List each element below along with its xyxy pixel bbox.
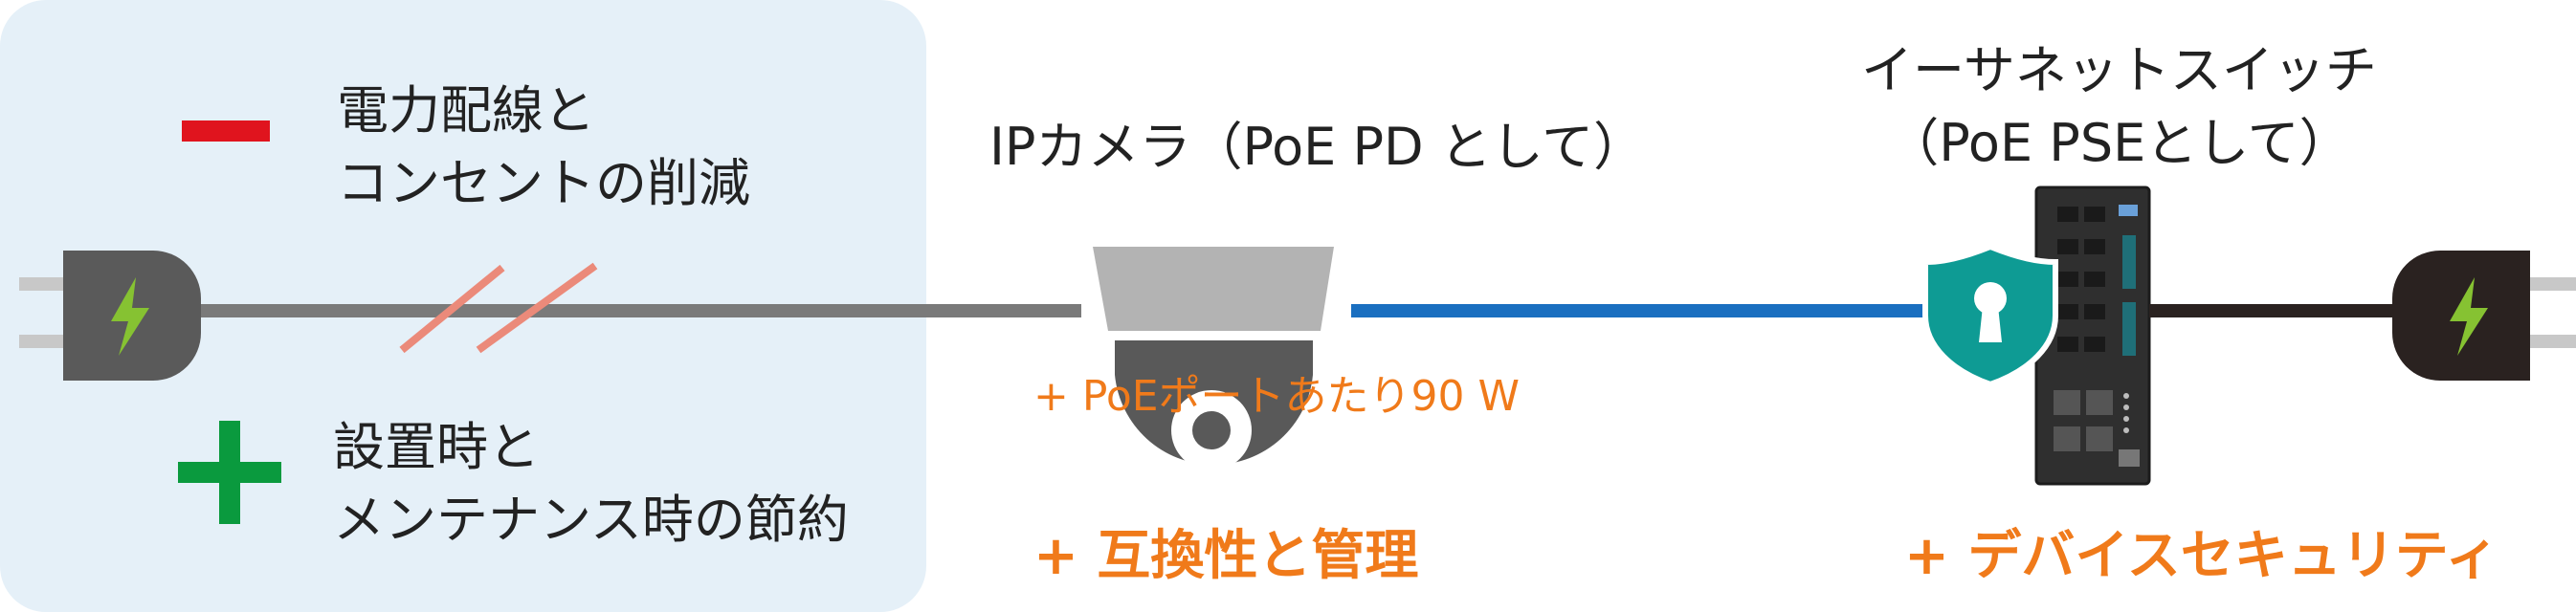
minus-benefit-line-1: 電力配線と [337, 80, 595, 141]
cable-cut-mark [399, 264, 505, 354]
security-shield-icon [1922, 243, 2058, 388]
dome-camera-icon [1093, 247, 1334, 470]
plus-benefit-line-1: 設置時と [333, 417, 540, 477]
poe-power-per-port-label: + PoEポートあたり90 W [1033, 372, 1521, 421]
power-plug-icon [19, 251, 201, 381]
keyhole-icon [1974, 282, 2007, 342]
lightning-bolt-icon [2450, 277, 2488, 356]
power-cable [201, 304, 1081, 317]
cable-cut-mark [476, 262, 598, 354]
lightning-bolt-icon [111, 277, 149, 356]
ethernet-switch-icon [2034, 186, 2151, 486]
compatibility-management-label: + 互換性と管理 [1033, 525, 1419, 587]
device-security-label: + デバイスセキュリティ [1904, 525, 2499, 587]
minus-icon [182, 120, 270, 142]
camera-label: IPカメラ（PoE PD として） [989, 117, 1646, 177]
power-cable-right [2149, 304, 2406, 317]
minus-benefit-line-2: コンセントの削減 [337, 153, 750, 213]
poe-cable [1351, 304, 1923, 317]
switch-label: イーサネットスイッチ （PoE PSEとして） [1861, 34, 2377, 180]
switch-label-line-1: イーサネットスイッチ [1861, 40, 2377, 100]
plus-benefit-label: 設置時と メンテナンス時の節約 [333, 411, 849, 557]
power-plug-icon [2392, 251, 2576, 381]
switch-label-line-2: （PoE PSEとして） [1887, 113, 2351, 173]
minus-benefit-label: 電力配線と コンセントの削減 [337, 75, 750, 220]
plus-icon [178, 421, 281, 524]
plus-benefit-line-2: メンテナンス時の節約 [333, 490, 849, 550]
